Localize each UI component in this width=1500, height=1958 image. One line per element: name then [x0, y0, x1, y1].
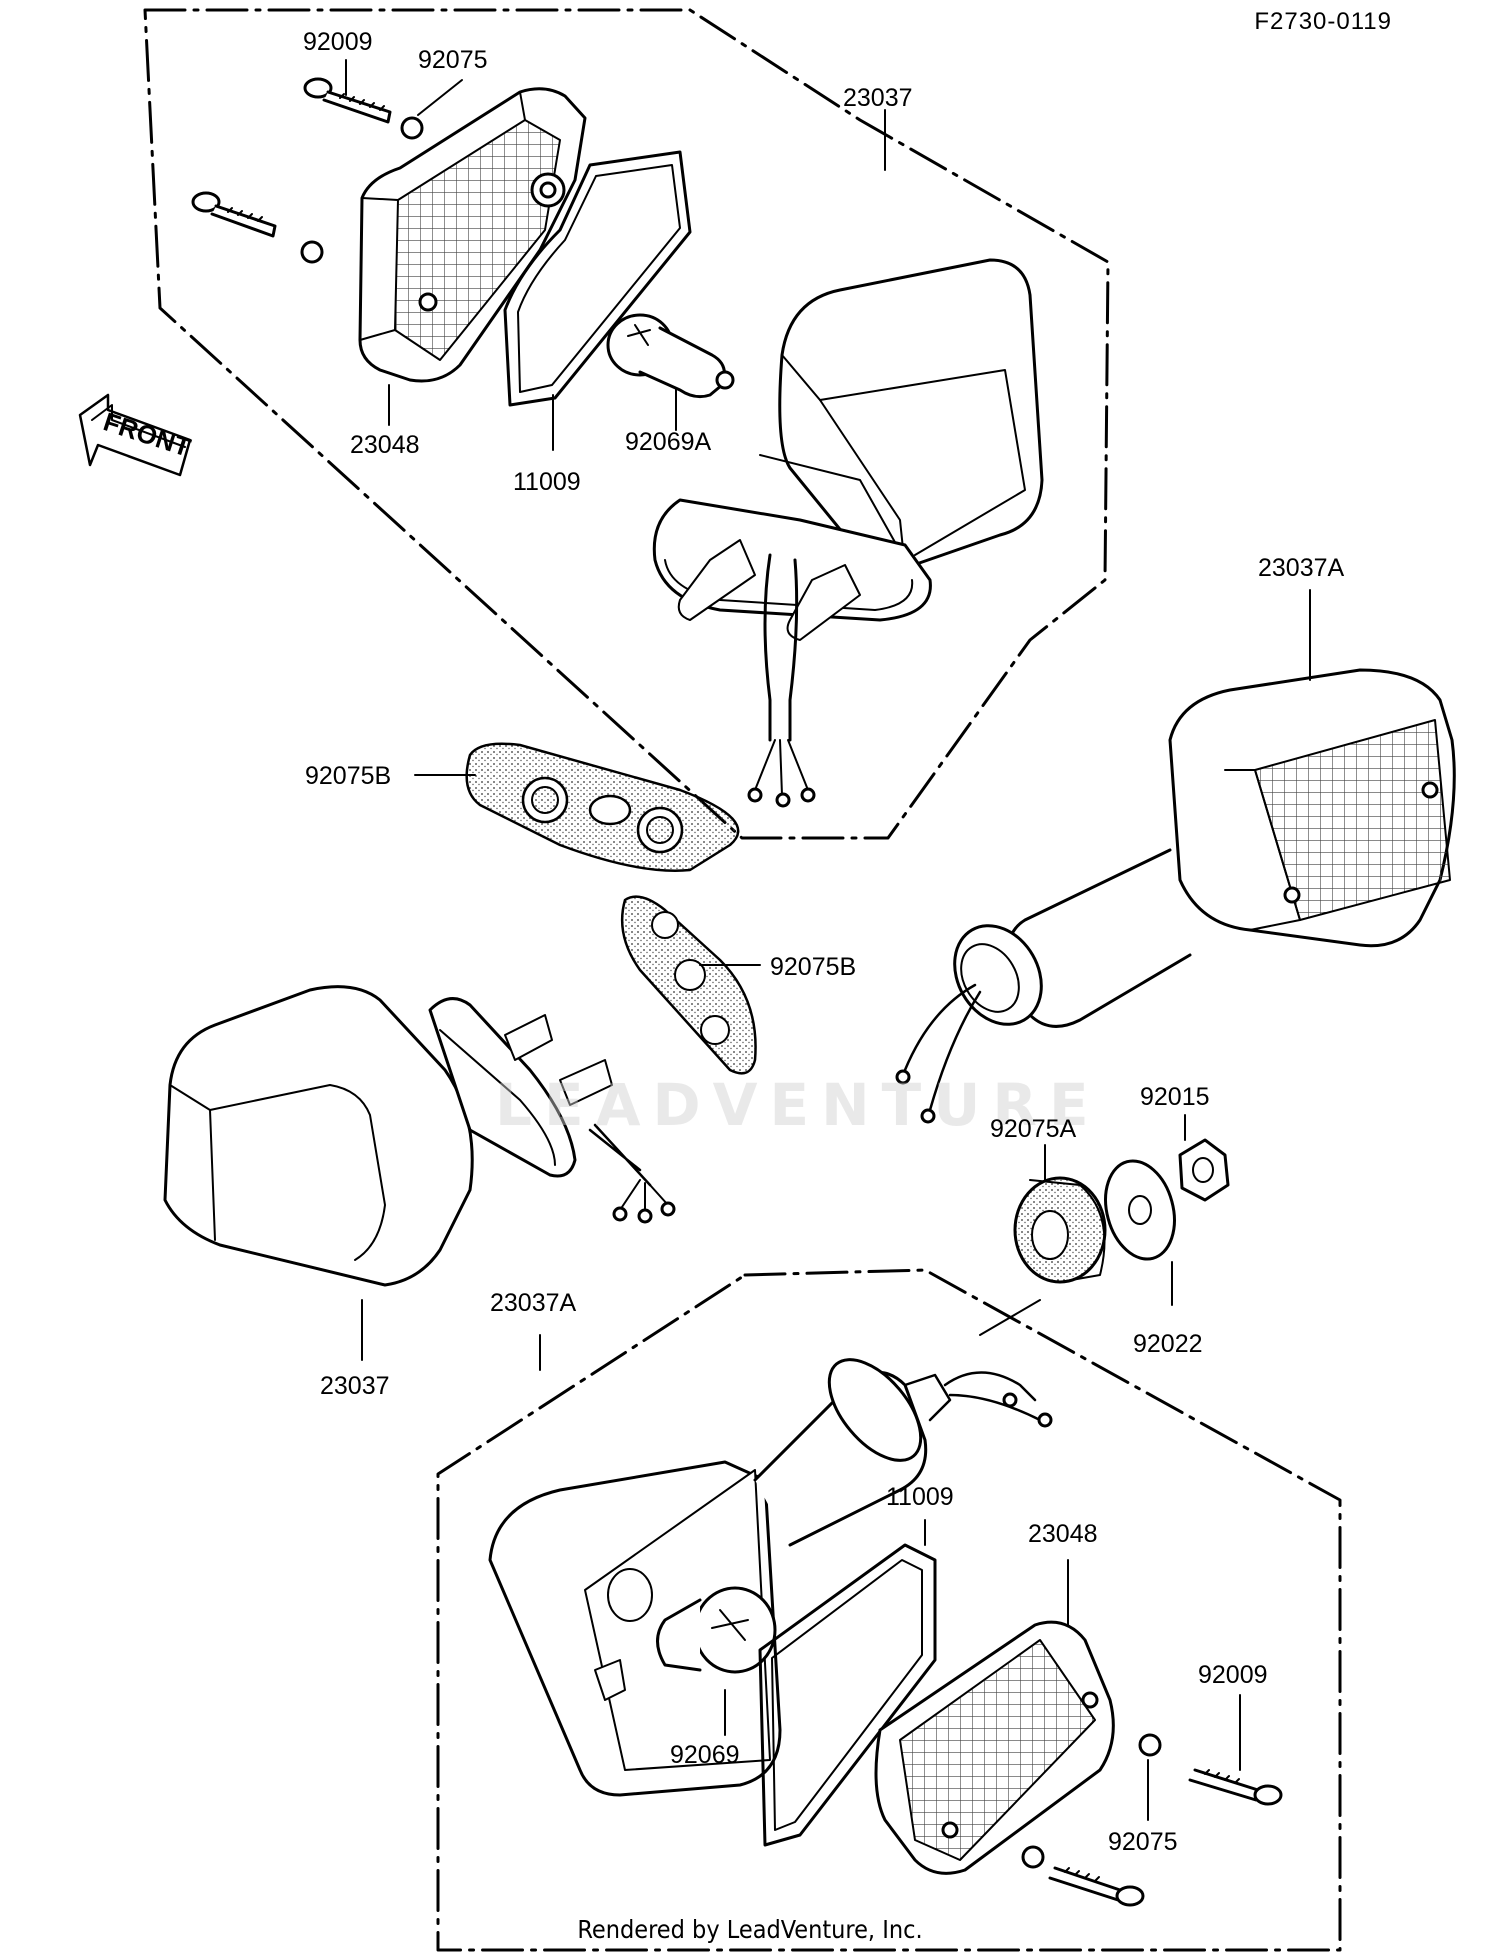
bottom-lens-23048 — [874, 1620, 1115, 1875]
label-92075a: 92075A — [990, 1115, 1077, 1143]
label-92075-bottom: 92075 — [1108, 1828, 1178, 1856]
label-92009-bottom: 92009 — [1198, 1661, 1268, 1689]
bottom-assembly-boundary — [436, 1268, 1342, 1952]
bottom-screw-92009-b — [1048, 1866, 1145, 1907]
label-23037a-bottom: 23037A — [490, 1289, 577, 1317]
label-11009-top: 11009 — [513, 468, 581, 496]
top-screw-92009-b — [191, 191, 277, 238]
bottom-gasket-11009 — [758, 1543, 937, 1847]
label-92015: 92015 — [1140, 1083, 1210, 1111]
label-23037-top: 23037 — [843, 84, 913, 112]
top-washer-92075-a — [400, 116, 424, 140]
front-arrow — [78, 393, 192, 477]
bottom-washer-92075-b — [1021, 1845, 1045, 1869]
top-screw-92009-a — [303, 77, 392, 124]
label-92022: 92022 — [1133, 1330, 1203, 1358]
label-92075b-left: 92075B — [305, 762, 391, 790]
bottom-housing-23037a — [488, 1358, 1053, 1797]
label-23037-left: 23037 — [320, 1372, 390, 1400]
top-lens-23048 — [358, 87, 587, 383]
diagram-code: F2730-0119 — [1254, 8, 1392, 35]
mount-line — [979, 1299, 1041, 1336]
right-housing-23037a — [895, 668, 1456, 1124]
label-11009-bottom: 11009 — [886, 1483, 954, 1511]
grommet-92075a — [1013, 1176, 1107, 1284]
top-gasket-11009 — [503, 150, 692, 407]
leader-lines — [345, 59, 1311, 1821]
left-gasket-92075b — [465, 742, 740, 872]
label-92075-top: 92075 — [418, 46, 488, 74]
top-bulb-92069a — [606, 313, 735, 399]
top-assembly-boundary — [143, 8, 1110, 840]
label-92075b-center: 92075B — [770, 953, 856, 981]
top-housing-23037 — [652, 258, 1044, 808]
label-92069: 92069 — [670, 1741, 740, 1769]
watermark: LEADVENTURE — [495, 1071, 1101, 1139]
center-gasket-92075b — [620, 895, 757, 1075]
nut-92015 — [1178, 1138, 1230, 1202]
label-92009-top: 92009 — [303, 28, 373, 56]
bottom-screw-92009-a — [1188, 1768, 1283, 1806]
label-92069a: 92069A — [625, 428, 712, 456]
bottom-washer-92075-a — [1138, 1733, 1162, 1757]
label-23048-top: 23048 — [350, 431, 420, 459]
washer-92022 — [1104, 1159, 1176, 1261]
label-23037a-right: 23037A — [1258, 554, 1345, 582]
top-washer-92075-b — [300, 240, 324, 264]
left-housing-23037 — [163, 985, 676, 1287]
label-23048-bottom: 23048 — [1028, 1520, 1098, 1548]
footer-credit: Rendered by LeadVenture, Inc. — [577, 1915, 923, 1944]
